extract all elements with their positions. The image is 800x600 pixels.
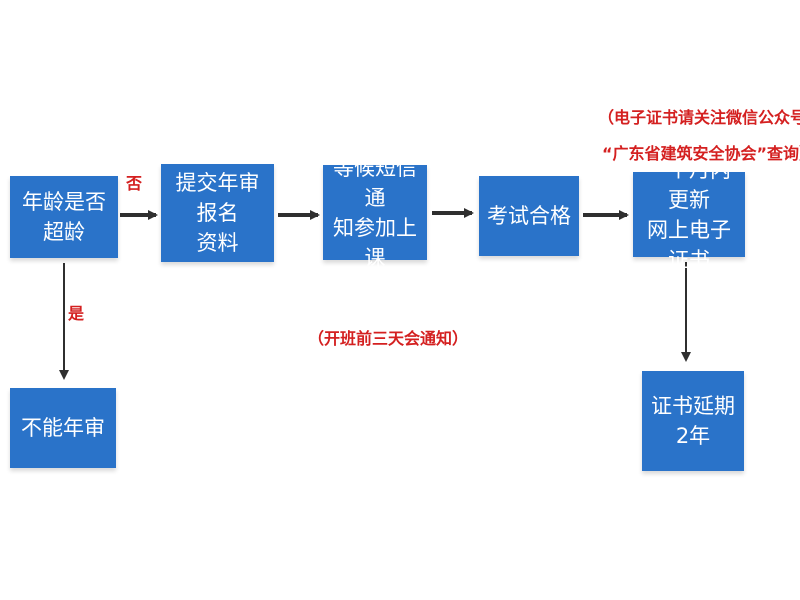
label-wechat-line1: （电子证书请关注微信公众号	[598, 108, 800, 127]
node-submit-line1: 提交年审报名	[175, 171, 260, 225]
label-yes: 是	[68, 304, 85, 323]
node-exam-label: 考试合格	[487, 204, 571, 228]
node-update-certificate: 一个月内更新 网上电子证书	[633, 158, 745, 272]
node-exam-passed: 考试合格	[479, 176, 579, 256]
node-age-check: 年龄是否超龄	[10, 176, 118, 258]
label-notice: （开班前三天会通知）	[308, 329, 469, 348]
node-wait-sms: 等候短信通 知参加上课	[323, 156, 427, 270]
node-cannot-review: 不能年审	[10, 388, 116, 468]
node-update-line1: 一个月内更新	[647, 157, 731, 212]
node-wait-line1: 等候短信通	[333, 155, 417, 210]
node-extend-certificate: 证书延期2年	[642, 371, 744, 471]
node-wait-line2: 知参加上课	[333, 215, 417, 270]
node-submit-materials: 提交年审报名 资料	[161, 164, 274, 262]
node-cannot-label: 不能年审	[21, 416, 105, 440]
node-submit-line2: 资料	[196, 231, 239, 255]
label-no: 否	[126, 174, 143, 193]
label-wechat-line2: “广东省建筑安全协会”查询）	[602, 144, 800, 163]
node-extend-label: 证书延期2年	[651, 394, 735, 448]
node-update-line2: 网上电子证书	[647, 217, 731, 272]
node-age-check-label: 年龄是否超龄	[22, 190, 106, 244]
